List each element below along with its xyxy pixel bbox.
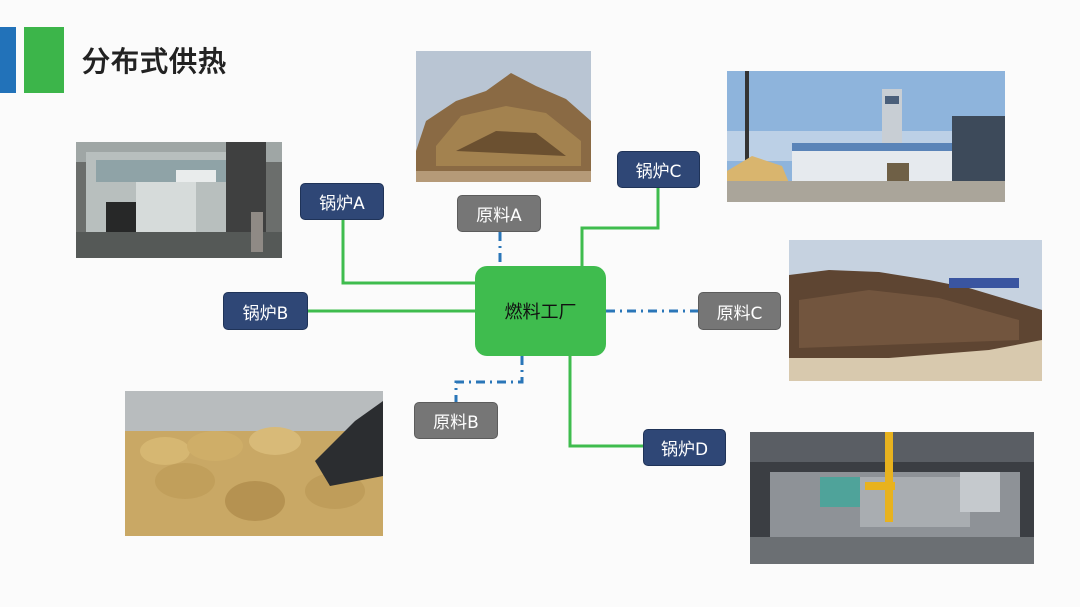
material-b-node: 原料B: [414, 402, 498, 439]
boiler-d-node: 锅炉D: [643, 429, 726, 466]
material-a-node: 原料A: [457, 195, 541, 232]
boiler-room-photo: [76, 142, 282, 258]
link-boiler-c: [580, 188, 660, 267]
accent-bar-green: [24, 27, 64, 93]
material-c-label: 原料C: [716, 303, 763, 324]
boiler-b-label: 锅炉B: [242, 303, 289, 324]
straw-bales-photo: [125, 391, 383, 536]
boiler-b-node: 锅炉B: [223, 292, 308, 330]
link-boiler-d: [568, 355, 643, 448]
boiler-d-label: 锅炉D: [660, 440, 709, 460]
material-c-node: 原料C: [698, 292, 781, 330]
material-a-label: 原料A: [476, 206, 522, 226]
link-material-b: [454, 356, 524, 402]
bark-pile-photo: [789, 240, 1042, 381]
wood-chips-pile-photo: [416, 51, 591, 182]
accent-bar-blue: [0, 27, 16, 93]
material-b-label: 原料B: [433, 413, 479, 433]
boiler-a-label: 锅炉A: [319, 194, 365, 214]
link-boiler-a: [341, 220, 475, 285]
slide-title: 分布式供热: [82, 45, 228, 78]
fuel-plant-photo: [727, 71, 1005, 202]
boiler-hall-photo: [750, 432, 1034, 564]
boiler-c-label: 锅炉C: [635, 162, 682, 182]
fuel-plant-label: 燃料工厂: [504, 302, 577, 323]
fuel-plant-node: 燃料工厂: [475, 266, 606, 356]
boiler-c-node: 锅炉C: [617, 151, 700, 188]
boiler-a-node: 锅炉A: [300, 183, 384, 220]
